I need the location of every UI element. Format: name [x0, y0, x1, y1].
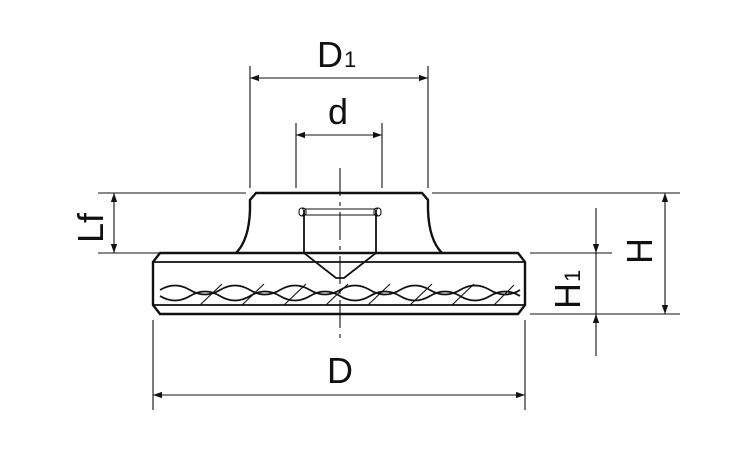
- label-D1: D1: [317, 34, 356, 75]
- base-flange-outline: [151, 251, 527, 316]
- thread-ring-left: [298, 207, 307, 217]
- thread-ring-right: [373, 207, 382, 217]
- label-D: D: [327, 350, 353, 391]
- part-outline: [151, 168, 527, 340]
- extension-lines: [98, 66, 680, 410]
- label-Lf: Lf: [70, 212, 111, 243]
- label-H1: H1: [547, 270, 588, 309]
- boss-outline: [235, 191, 443, 254]
- section-hatching: [199, 283, 515, 306]
- label-d: d: [328, 91, 348, 132]
- pad-wave-lower: [159, 290, 521, 302]
- dimension-lines: [110, 74, 669, 399]
- label-H: H: [619, 238, 660, 264]
